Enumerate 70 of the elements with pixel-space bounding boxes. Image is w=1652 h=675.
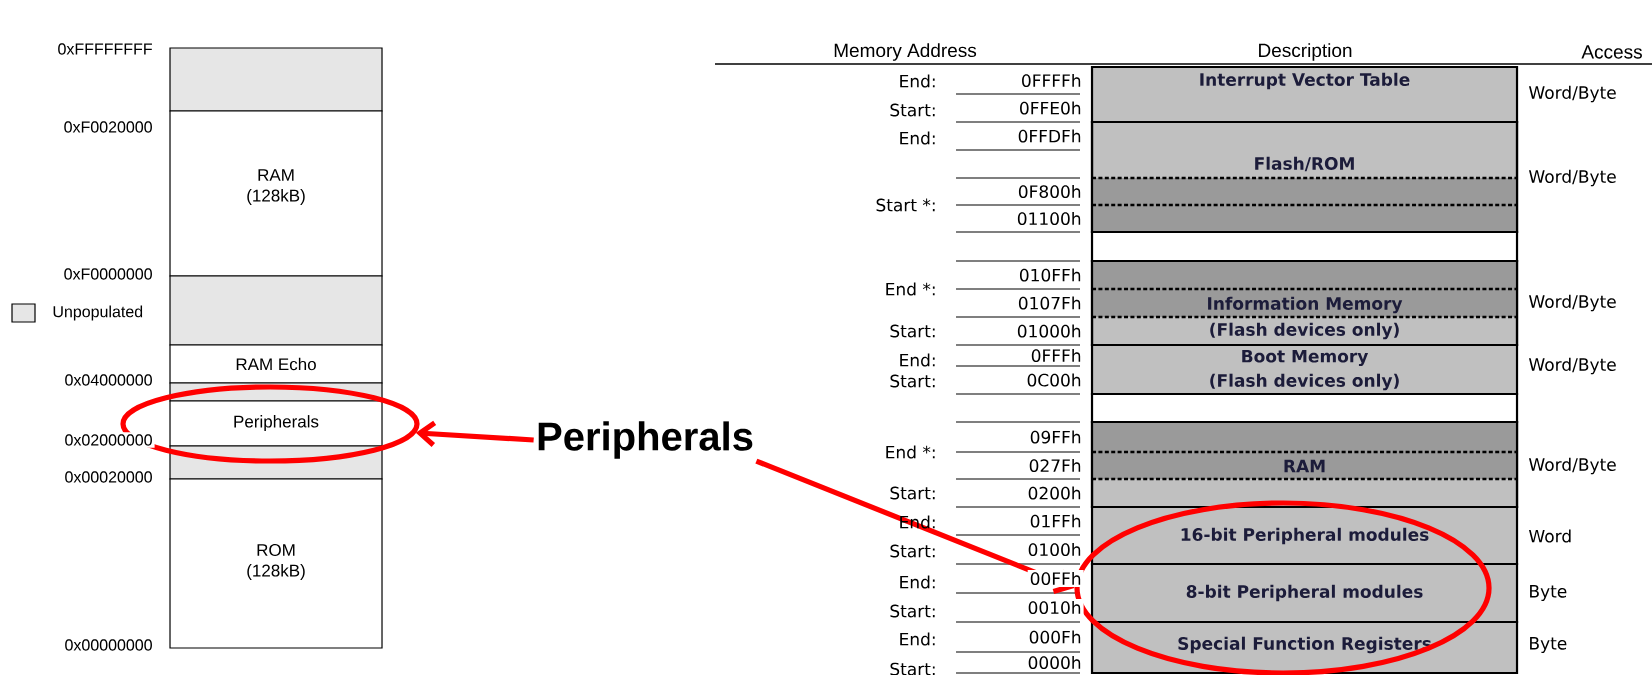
address-value: 0FFDFh bbox=[1015, 127, 1084, 145]
memory-region: Boot Memory (Flash devices only) bbox=[1090, 343, 1519, 396]
address-value: 000Fh bbox=[1026, 628, 1084, 646]
column-header: Memory Address bbox=[834, 43, 977, 61]
address-value: 0000h bbox=[1025, 653, 1084, 672]
address-label: 0x00020000 bbox=[62, 469, 155, 485]
memory-segment: RAM (128kB) bbox=[169, 110, 383, 277]
address-value: 0100h bbox=[1025, 540, 1084, 559]
memory-segment bbox=[169, 275, 383, 346]
row-label: End: bbox=[900, 575, 935, 589]
row-label: Start: bbox=[890, 662, 935, 675]
memory-region: 16-bit Peripheral modules bbox=[1090, 505, 1519, 566]
address-value: 0FFE0h bbox=[1016, 99, 1084, 117]
address-value: 01000h bbox=[1014, 322, 1084, 340]
address-value: 00FFh bbox=[1027, 569, 1084, 588]
address-value: 027Fh bbox=[1026, 456, 1084, 475]
address-value: 0F800h bbox=[1015, 182, 1084, 201]
memory-region: Flash/ROM bbox=[1090, 120, 1519, 234]
memory-region bbox=[1090, 230, 1519, 263]
address-label: 0x02000000 bbox=[62, 432, 155, 448]
address-value: 0200h bbox=[1025, 484, 1084, 502]
address-value: 01FFh bbox=[1027, 512, 1084, 530]
memory-region: Information Memory (Flash devices only) bbox=[1090, 259, 1519, 347]
address-value: 0FFFFh bbox=[1018, 71, 1084, 90]
row-label: End: bbox=[900, 632, 935, 646]
address-label: 0x00000000 bbox=[62, 637, 155, 653]
address-label: 0xF0000000 bbox=[61, 266, 155, 282]
memory-segment bbox=[169, 47, 383, 112]
memory-segment: RAM Echo bbox=[169, 344, 383, 384]
row-label: Start: bbox=[890, 544, 935, 558]
memory-segment: ROM (128kB) bbox=[169, 478, 383, 649]
row-label: Start: bbox=[890, 604, 935, 618]
memory-region bbox=[1090, 392, 1519, 424]
row-label: End: bbox=[900, 353, 935, 367]
row-label: End *: bbox=[886, 282, 935, 296]
memory-region: RAM bbox=[1090, 420, 1519, 509]
address-label: 0x04000000 bbox=[62, 372, 155, 388]
access-type: Word bbox=[1529, 529, 1571, 543]
row-label: End: bbox=[900, 74, 935, 88]
address-value: 01100h bbox=[1014, 209, 1084, 228]
row-label: End: bbox=[900, 131, 935, 145]
memory-region: Interrupt Vector Table bbox=[1090, 65, 1519, 124]
access-type: Word/Byte bbox=[1529, 169, 1616, 187]
address-value: 010FFh bbox=[1016, 266, 1084, 284]
arrow bbox=[415, 420, 534, 447]
address-value: 0C00h bbox=[1024, 371, 1084, 389]
callout-text: Peripherals bbox=[538, 421, 753, 459]
row-label: Start: bbox=[890, 486, 935, 500]
row-label: End *: bbox=[886, 445, 935, 459]
address-label: 0xF0020000 bbox=[61, 119, 155, 135]
memory-region: Special Function Registers bbox=[1090, 620, 1519, 675]
access-type: Byte bbox=[1530, 637, 1567, 653]
column-header: Access bbox=[1581, 45, 1642, 59]
legend-label: Unpopulated bbox=[53, 305, 143, 321]
access-type: Word/Byte bbox=[1529, 457, 1616, 475]
address-value: 0107Fh bbox=[1015, 294, 1084, 312]
row-label: Start: bbox=[890, 374, 935, 388]
access-type: Word/Byte bbox=[1529, 85, 1616, 103]
access-type: Word/Byte bbox=[1529, 294, 1616, 312]
address-value: 0010h bbox=[1025, 598, 1084, 617]
address-value: 09FFh bbox=[1027, 428, 1084, 446]
row-label: Start: bbox=[890, 103, 935, 117]
row-label: Start: bbox=[890, 324, 935, 338]
access-type: Word/Byte bbox=[1529, 357, 1616, 375]
arrow bbox=[755, 458, 1075, 594]
access-type: Byte bbox=[1530, 585, 1567, 601]
memory-region: 8-bit Peripheral modules bbox=[1090, 562, 1519, 624]
address-value: 0FFFh bbox=[1028, 346, 1084, 365]
row-label: Start *: bbox=[876, 198, 935, 212]
address-label: 0xFFFFFFFF bbox=[55, 41, 155, 57]
